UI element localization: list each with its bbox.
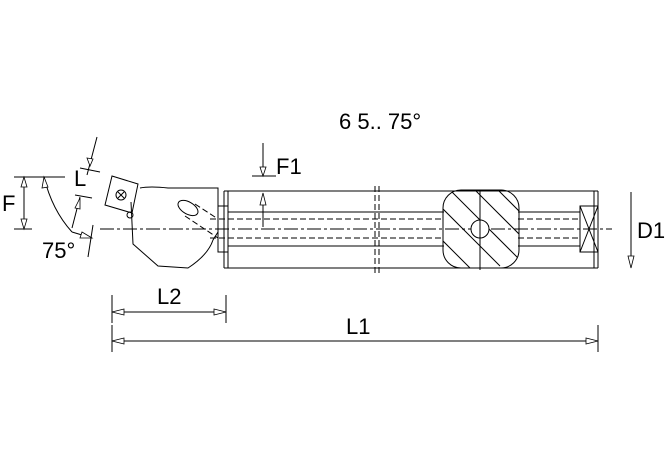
dim-angle [41,175,94,258]
cross-section [442,189,520,270]
label-F1: F1 [276,154,302,179]
coolant-channel [210,211,580,247]
label-L: L [74,166,87,191]
label-D1: D1 [637,218,666,243]
dim-L1 [111,325,599,352]
drawing-title: 6 5.. 75° [339,109,422,134]
label-angle: 75° [42,238,76,263]
end-clamp [579,205,599,253]
tool-head [130,186,229,269]
insert [104,175,139,219]
label-F: F [2,191,16,216]
dim-L [71,136,101,229]
label-L2: L2 [157,284,182,309]
dim-D1 [627,192,635,269]
dim-L2 [111,295,227,323]
label-L1: L1 [346,314,371,339]
break-lines [374,186,380,275]
dim-F1 [252,143,276,227]
dim-F [14,175,65,231]
